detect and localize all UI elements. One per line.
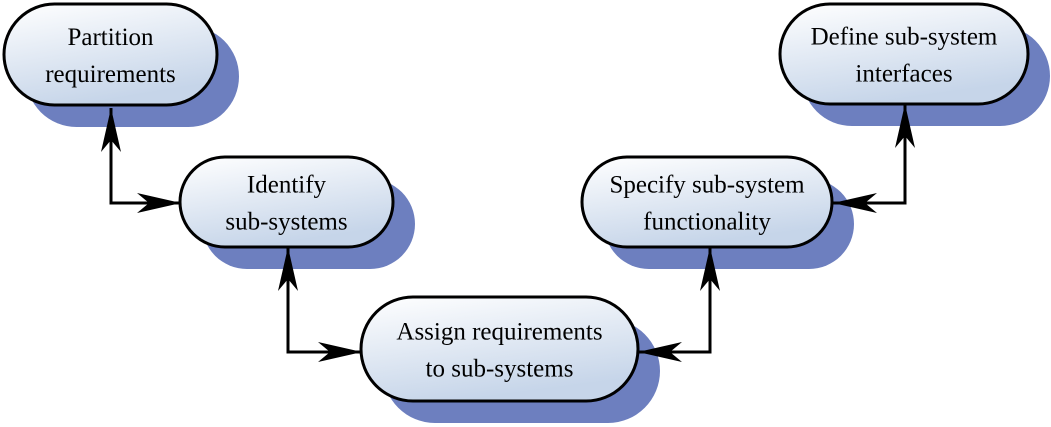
node-define: Define sub-system interfaces [778, 2, 1030, 106]
arrowhead-right-assign [318, 342, 362, 362]
node-label-specify-line-2: functionality [643, 209, 771, 236]
node-specify: Specify sub-system functionality [580, 155, 834, 249]
node-label-assign-line-1: Assign requirements [396, 319, 602, 346]
node-identify: Identify sub-systems [178, 155, 395, 249]
node-box-assign [359, 295, 640, 403]
node-box-define [778, 2, 1030, 106]
node-box-partition [2, 2, 219, 107]
node-partition: Partition requirements [2, 2, 219, 107]
node-label-identify-line-1: Identify [247, 172, 327, 199]
node-label-define-line-2: interfaces [855, 61, 952, 88]
node-label-specify-line-1: Specify sub-system [609, 172, 805, 199]
connector-layer [101, 104, 915, 362]
node-box-identify [178, 155, 395, 249]
arrowhead-up-partition [101, 108, 121, 152]
node-label-define-line-1: Define sub-system [811, 24, 998, 51]
node-label-partition-line-2: requirements [45, 61, 176, 88]
arrowhead-up-specify [700, 247, 720, 291]
arrowhead-left-assign [638, 342, 682, 362]
node-label-partition-line-1: Partition [67, 24, 154, 51]
node-assign: Assign requirements to sub-systems [359, 295, 640, 403]
node-label-identify-line-2: sub-systems [225, 209, 347, 236]
arrowhead-right-identify [137, 193, 181, 213]
node-box-specify [580, 155, 834, 249]
arrowhead-up-identify [278, 247, 298, 291]
arrowhead-up-define [895, 104, 915, 148]
arrowhead-left-specify [833, 193, 877, 213]
node-label-assign-line-2: to sub-systems [426, 356, 574, 383]
